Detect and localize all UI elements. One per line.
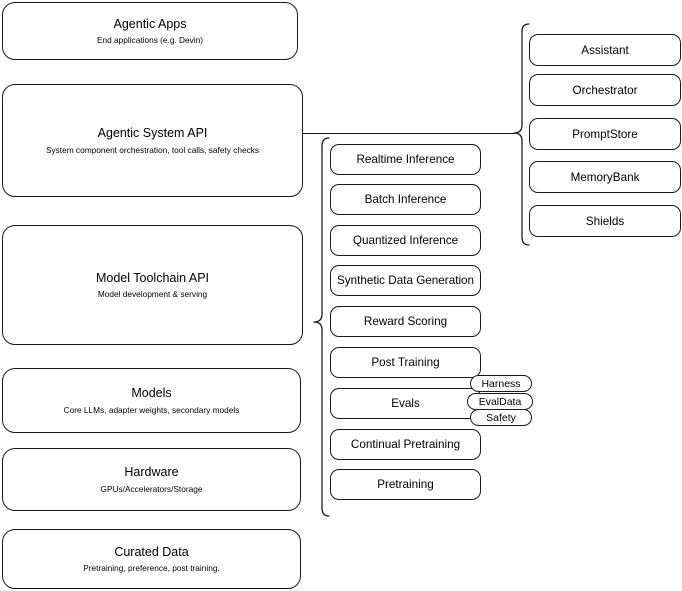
capability-box-batch-inference[interactable]: Batch Inference [330,184,481,215]
layer-subtitle: System component orchestration, tool cal… [45,144,260,155]
connector-agentic-system-to-components [303,132,515,134]
layer-subtitle: Model development & serving [97,289,208,300]
component-label: Shields [585,214,625,228]
agentic-components-brace [513,23,530,246]
layer-title: Curated Data [114,544,189,559]
layer-title: Model Toolchain API [95,270,210,285]
stack-layer-models[interactable]: Models Core LLMs, adapter weights, secon… [2,368,301,433]
component-label: Orchestrator [572,83,638,97]
layer-title: Hardware [124,465,179,479]
component-box-promptstore[interactable]: PromptStore [529,118,681,150]
stack-layer-agentic-system-api[interactable]: Agentic System API System component orch… [2,84,303,197]
eval-tag-evaldata[interactable]: EvalData [467,393,533,410]
component-box-shields[interactable]: Shields [529,205,681,237]
capability-label: Quantized Inference [352,234,459,247]
component-box-orchestrator[interactable]: Orchestrator [529,74,681,106]
capability-label: Reward Scoring [363,315,448,328]
capability-label: Evals [391,397,420,410]
stack-layer-agentic-apps[interactable]: Agentic Apps End applications (e.g. Devi… [2,2,298,60]
layer-title: Agentic System API [97,126,208,140]
stack-layer-hardware[interactable]: Hardware GPUs/Accelerators/Storage [2,448,301,511]
component-label: Assistant [581,43,629,57]
capability-box-pretraining[interactable]: Pretraining [330,469,481,500]
eval-tag-label: Harness [481,377,521,390]
stack-layer-curated-data[interactable]: Curated Data Pretraining, preference, po… [2,529,301,589]
eval-tag-label: EvalData [478,395,522,408]
capability-box-evals[interactable]: Evals [330,388,481,419]
layer-subtitle: Pretraining, preference, post training. [83,563,220,574]
eval-tag-harness[interactable]: Harness [470,375,532,392]
capability-label: Post Training [371,356,440,369]
capability-box-synthetic-data-generation[interactable]: Synthetic Data Generation [330,265,481,296]
component-label: MemoryBank [570,170,640,184]
layer-subtitle: End applications (e.g. Devin) [96,35,204,46]
component-box-assistant[interactable]: Assistant [529,34,681,66]
toolchain-capabilities-brace [313,137,330,517]
capability-label: Continual Pretraining [350,438,461,451]
component-label: PromptStore [572,127,638,141]
capability-label: Realtime Inference [356,153,455,166]
capability-box-post-training[interactable]: Post Training [330,347,481,378]
layer-title: Models [131,386,172,400]
capability-box-reward-scoring[interactable]: Reward Scoring [330,306,481,337]
eval-tag-safety[interactable]: Safety [470,409,532,426]
layer-subtitle: Core LLMs, adapter weights, secondary mo… [63,404,240,415]
capability-box-continual-pretraining[interactable]: Continual Pretraining [330,429,481,460]
capability-label: Pretraining [377,478,434,491]
capability-box-realtime-inference[interactable]: Realtime Inference [330,144,481,175]
capability-box-quantized-inference[interactable]: Quantized Inference [330,225,481,256]
capability-label: Batch Inference [364,193,447,206]
eval-tag-label: Safety [486,411,516,424]
component-box-memorybank[interactable]: MemoryBank [529,161,681,193]
layer-title: Agentic Apps [113,16,187,31]
stack-layer-model-toolchain-api[interactable]: Model Toolchain API Model development & … [2,225,303,345]
capability-label: Synthetic Data Generation [336,274,475,287]
layer-subtitle: GPUs/Accelerators/Storage [100,483,203,494]
